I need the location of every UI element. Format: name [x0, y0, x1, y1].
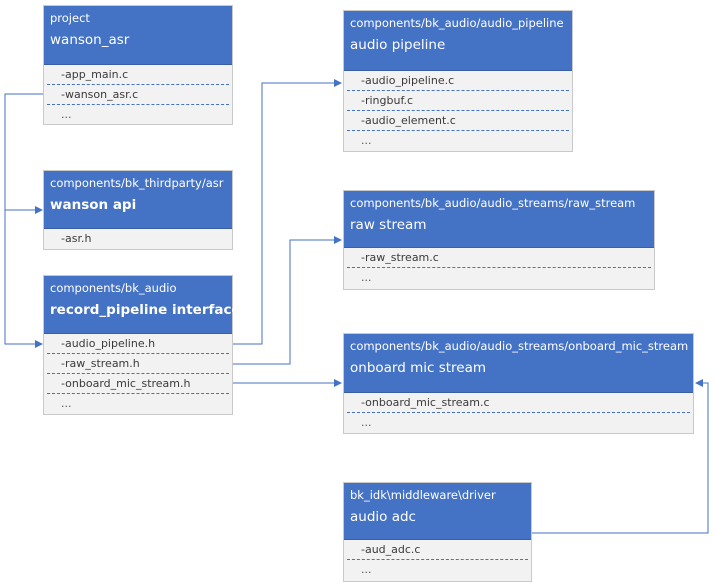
asr-box: components/bk_thirdparty/asr wanson api … — [43, 170, 233, 250]
file-item-more: ... — [361, 563, 372, 576]
file-item-more: ... — [361, 416, 372, 429]
record-name: record_pipeline interface — [50, 302, 241, 318]
adc-name: audio adc — [350, 509, 416, 525]
file-item: -raw_stream.h — [47, 354, 229, 374]
file-item: -audio_pipeline.c — [347, 71, 569, 91]
connector-project-to-asr — [4, 93, 44, 214]
asr-file-list: -asr.h — [44, 229, 232, 248]
adc-file-list: -aud_adc.c ... — [344, 540, 531, 579]
project-path: project — [50, 11, 90, 25]
raw-name: raw stream — [350, 217, 427, 233]
file-item: -wanson_asr.c — [47, 85, 229, 105]
asr-name: wanson api — [50, 197, 137, 213]
file-item: -onboard_mic_stream.c — [347, 393, 690, 413]
pipeline-path: components/bk_audio/audio_pipeline — [350, 16, 564, 30]
record-file-list: -audio_pipeline.h -raw_stream.h -onboard… — [44, 334, 232, 413]
project-name: wanson_asr — [50, 32, 130, 48]
raw-path: components/bk_audio/audio_streams/raw_st… — [350, 196, 636, 210]
adc-header: bk_idk\middleware\driver audio adc — [344, 483, 531, 540]
file-item: -ringbuf.c — [347, 91, 569, 111]
file-item: -audio_pipeline.h — [47, 334, 229, 354]
connector-adc-to-mic — [532, 379, 709, 534]
file-item: -asr.h — [61, 232, 92, 245]
raw-file-list: -raw_stream.c ... — [344, 248, 654, 287]
project-header: project wanson_asr — [44, 6, 232, 65]
record-box: components/bk_audio record_pipeline inte… — [43, 275, 241, 415]
raw-header: components/bk_audio/audio_streams/raw_st… — [344, 191, 654, 248]
project-box: project wanson_asr -app_main.c -wanson_a… — [43, 5, 233, 125]
mic-path: components/bk_audio/audio_streams/onboar… — [350, 339, 689, 353]
file-item-more: ... — [61, 108, 72, 121]
file-item: -audio_element.c — [347, 111, 569, 131]
file-item: -aud_adc.c — [347, 540, 528, 560]
pipeline-file-list: -audio_pipeline.c -ringbuf.c -audio_elem… — [344, 71, 572, 150]
adc-path: bk_idk\middleware\driver — [350, 488, 496, 502]
mic-box: components/bk_audio/audio_streams/onboar… — [343, 333, 694, 434]
mic-header: components/bk_audio/audio_streams/onboar… — [344, 334, 693, 393]
asr-header: components/bk_thirdparty/asr wanson api — [44, 171, 232, 229]
asr-path: components/bk_thirdparty/asr — [50, 176, 224, 190]
record-path: components/bk_audio — [50, 281, 177, 295]
project-file-list: -app_main.c -wanson_asr.c ... — [44, 65, 232, 124]
mic-name: onboard mic stream — [350, 360, 487, 376]
record-header: components/bk_audio record_pipeline inte… — [44, 276, 241, 334]
file-item: -app_main.c — [47, 65, 229, 85]
file-item: -onboard_mic_stream.h — [47, 374, 229, 394]
file-item-more: ... — [61, 397, 72, 410]
raw-box: components/bk_audio/audio_streams/raw_st… — [343, 190, 655, 290]
adc-box: bk_idk\middleware\driver audio adc -aud_… — [343, 482, 532, 582]
mic-file-list: -onboard_mic_stream.c ... — [344, 393, 693, 432]
connector-record-to-pipeline — [233, 79, 342, 345]
connector-record-to-raw — [233, 236, 342, 365]
pipeline-box: components/bk_audio/audio_pipeline audio… — [343, 10, 573, 152]
file-item: -raw_stream.c — [347, 248, 651, 268]
file-item-more: ... — [361, 271, 372, 284]
pipeline-name: audio pipeline — [350, 37, 446, 53]
connector-project-to-record — [4, 210, 43, 348]
file-item-more: ... — [361, 134, 372, 147]
pipeline-header: components/bk_audio/audio_pipeline audio… — [344, 11, 572, 71]
